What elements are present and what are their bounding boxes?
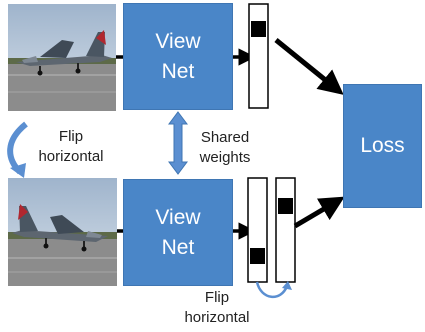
shared-weights-label: Shared weights	[180, 128, 270, 168]
view-net-bottom-line1: View	[155, 205, 201, 229]
bottom-vector-marker	[250, 248, 265, 264]
flip-horizontal-label-left: Flip horizontal	[26, 127, 116, 167]
shared-weights-line1: Shared	[200, 129, 250, 146]
flip-bottom-line1: Flip	[204, 289, 230, 306]
arrow-flipped-vector-to-loss	[293, 196, 345, 229]
view-net-bottom-box: View Net	[123, 179, 233, 286]
flip-left-curved-arrow	[7, 121, 28, 178]
loss-label: Loss	[360, 134, 405, 157]
flip-bottom-line2: horizontal	[184, 309, 250, 326]
flipped-output-vector	[275, 177, 296, 283]
shared-weights-arrow	[168, 111, 188, 175]
arrow-top-vector-to-loss	[274, 38, 344, 95]
flip-horizontal-label-bottom: Flip horizontal	[172, 288, 262, 328]
flip-left-line2: horizontal	[38, 148, 104, 165]
flipped-vector-marker	[278, 198, 293, 214]
view-net-top-box: View Net	[123, 3, 233, 110]
top-output-vector	[248, 3, 269, 109]
top-jet-photo	[8, 4, 116, 111]
bottom-jet-photo	[8, 178, 117, 286]
flip-left-line1: Flip	[58, 128, 84, 145]
flip-bottom-curved-arrow	[255, 281, 292, 298]
shared-weights-line2: weights	[199, 149, 251, 166]
view-net-top-line1: View	[155, 29, 201, 53]
view-net-top-line2: Net	[161, 59, 195, 83]
loss-box: Loss	[343, 84, 422, 208]
bottom-output-vector	[247, 177, 268, 283]
top-vector-marker	[251, 21, 266, 37]
view-net-bottom-line2: Net	[161, 235, 195, 259]
